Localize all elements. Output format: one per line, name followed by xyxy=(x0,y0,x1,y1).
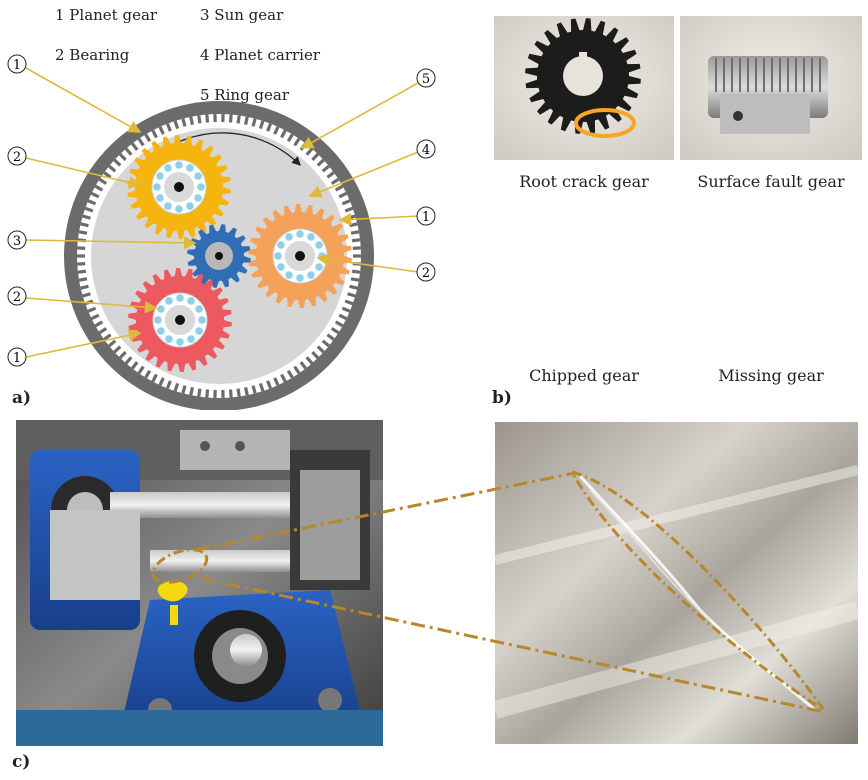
svg-text:2: 2 xyxy=(422,266,430,281)
bearing-ball xyxy=(175,161,183,169)
bearing-ball xyxy=(315,241,323,249)
legend-planet-gear: 1 Planet gear xyxy=(55,6,158,24)
panel-a-gear-schematic: 1 Planet gear 3 Sun gear 2 Bearing 4 Pla… xyxy=(0,0,470,410)
svg-text:1: 1 xyxy=(422,210,430,225)
bearing-ball xyxy=(277,241,285,249)
bearing-ball xyxy=(187,335,195,343)
bearing-ball xyxy=(157,305,165,313)
bearing-ball xyxy=(165,335,173,343)
bearing-ball xyxy=(157,327,165,335)
caption-chipped: Chipped gear xyxy=(529,366,639,385)
planet-gear-top xyxy=(127,135,231,239)
panel-label-b: b) xyxy=(492,388,512,408)
bearing-ball xyxy=(285,271,293,279)
callout-3-left: 3 xyxy=(7,230,27,250)
bearing-ball xyxy=(198,316,206,324)
planet-gear-right xyxy=(248,204,352,308)
gear-set xyxy=(127,135,352,372)
caption-surface-fault: Surface fault gear xyxy=(697,172,845,191)
svg-text:1: 1 xyxy=(13,351,21,366)
ring-gear-teeth xyxy=(77,114,361,398)
legend-planet-carrier: 4 Planet carrier xyxy=(200,46,321,64)
callout-5-right: 5 xyxy=(416,68,436,88)
planet-gear-bottom xyxy=(128,268,232,372)
root-crack-photo xyxy=(494,16,674,160)
root-crack-highlight xyxy=(574,108,636,138)
bearing-ball xyxy=(194,172,202,180)
callout-4-right: 4 xyxy=(416,139,436,159)
bearing-ball xyxy=(176,338,184,346)
panel-c-bearing-fault: c) xyxy=(0,410,868,780)
bearing-ball xyxy=(154,316,162,324)
bearing-ball xyxy=(315,263,323,271)
test-rig-photo xyxy=(16,420,383,746)
surface-fault-photo xyxy=(680,16,862,160)
svg-text:4: 4 xyxy=(422,143,430,158)
bearing-ball xyxy=(153,183,161,191)
legend-ring-gear: 5 Ring gear xyxy=(200,86,290,104)
bearing-ball xyxy=(164,164,172,172)
sun-gear xyxy=(187,224,251,288)
callout-2-upper-left: 2 xyxy=(7,146,27,166)
panel-label-a: a) xyxy=(12,388,32,408)
crack-outline xyxy=(569,469,826,712)
callout-2-right: 2 xyxy=(416,262,436,282)
rig-photos xyxy=(16,420,861,746)
bearing-ball xyxy=(187,297,195,305)
panel-label-c: c) xyxy=(12,752,31,772)
bearing-ball xyxy=(175,205,183,213)
caption-missing: Missing gear xyxy=(718,366,824,385)
callout-1-bottom-left: 1 xyxy=(7,347,27,367)
svg-text:1: 1 xyxy=(13,58,21,73)
callout-2-lower-left: 2 xyxy=(7,286,27,306)
fault-location-outline xyxy=(151,548,209,584)
bearing-ball xyxy=(194,194,202,202)
bearing-ball xyxy=(307,233,315,241)
bearing-ball xyxy=(274,252,282,260)
callout-lines xyxy=(25,67,419,358)
bearing-ball xyxy=(296,274,304,282)
caption-root-crack: Root crack gear xyxy=(519,172,649,191)
bearing-ball xyxy=(195,327,203,335)
panel-b-gear-faults: Root crack gear Surface fault gear Chipp… xyxy=(470,0,868,410)
svg-text:2: 2 xyxy=(13,290,21,305)
svg-text:5: 5 xyxy=(422,72,430,87)
bearing-ball xyxy=(156,172,164,180)
legend-bearing: 2 Bearing xyxy=(55,46,130,64)
bearing-ball xyxy=(176,294,184,302)
gear-diagram: 1 2 3 2 1 5 4 1 2 xyxy=(7,54,436,410)
fault-photos xyxy=(494,16,862,160)
bearing-ball xyxy=(296,230,304,238)
legend-sun-gear: 3 Sun gear xyxy=(200,6,284,24)
svg-text:2: 2 xyxy=(13,150,21,165)
bearing-ball xyxy=(195,305,203,313)
callout-1-top-left: 1 xyxy=(7,54,27,74)
bearing-ball xyxy=(164,202,172,210)
callout-markers: 1 2 3 2 1 5 4 1 2 xyxy=(7,54,436,367)
bearing-crack-closeup xyxy=(492,422,861,744)
bearing-ball xyxy=(186,164,194,172)
bearing-ball xyxy=(165,297,173,305)
bearing-ball xyxy=(156,194,164,202)
bearing-ball xyxy=(285,233,293,241)
callout-1-right: 1 xyxy=(416,206,436,226)
bearing-ball xyxy=(307,271,315,279)
svg-text:3: 3 xyxy=(13,234,21,249)
bearing-ball xyxy=(277,263,285,271)
bearing-ball xyxy=(186,202,194,210)
bearing-ball xyxy=(197,183,205,191)
zoom-connector-lines xyxy=(195,471,825,714)
